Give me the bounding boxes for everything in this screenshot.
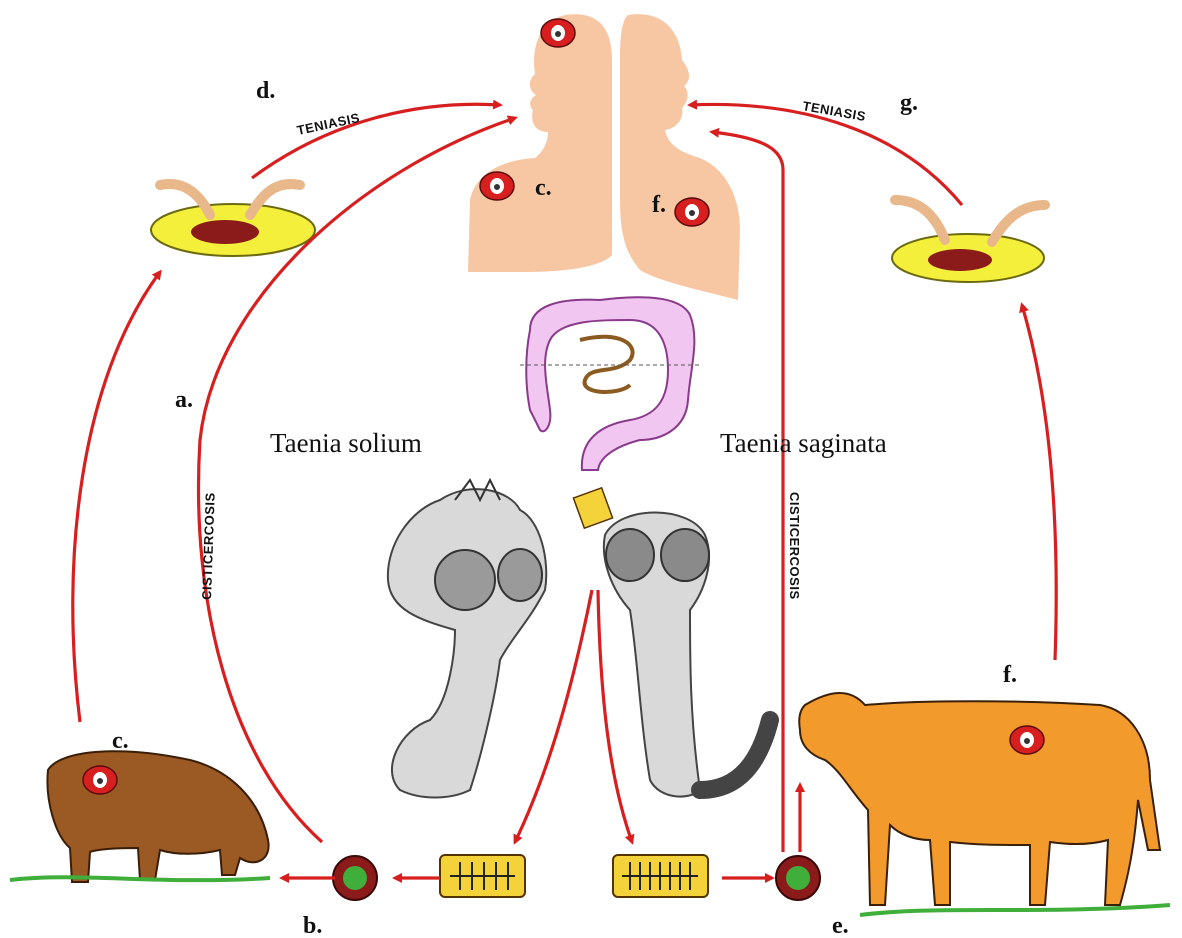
grass-left — [10, 877, 270, 880]
arrow-pig-to-plate — [73, 272, 160, 722]
arrow-teniasis-left — [252, 104, 500, 178]
cyst-icon-head — [541, 19, 575, 47]
route-label-cisticercosis-right: CISTICERCOSIS — [787, 492, 802, 600]
species-label-solium: Taenia solium — [270, 428, 422, 458]
plate-icon-left — [151, 184, 315, 256]
tapeworm-scolex-saginata — [604, 513, 770, 797]
egg-icon-left — [333, 856, 377, 900]
label-c-human: c. — [535, 175, 552, 201]
human-silhouette-left — [468, 14, 612, 272]
route-label-cisticercosis-left: CISTICERCOSIS — [199, 492, 218, 600]
intestine-icon — [520, 297, 700, 470]
label-d: d. — [256, 78, 275, 104]
label-b: b. — [303, 913, 322, 938]
tapeworm-scolex-solium — [388, 480, 546, 798]
egg-icon-right — [776, 856, 820, 900]
cow-icon — [799, 693, 1160, 905]
arrow-cow-to-plate — [1022, 305, 1056, 660]
label-g: g. — [900, 90, 918, 116]
proglottid-icon-center — [573, 488, 612, 528]
human-silhouette-right — [620, 14, 740, 300]
grass-right — [860, 905, 1170, 915]
arrow-worm-to-proglottid-right — [598, 590, 632, 842]
arrow-worm-to-proglottid-left — [515, 590, 592, 842]
label-f-cow: f. — [1003, 662, 1017, 688]
label-f-human: f. — [652, 192, 666, 218]
pig-icon — [47, 751, 268, 882]
label-a: a. — [175, 387, 193, 413]
plate-icon-right — [892, 200, 1045, 282]
cyst-icon-shoulder-right — [675, 198, 709, 226]
label-e: e. — [832, 913, 849, 938]
label-c-pig: c. — [112, 728, 129, 754]
cyst-icon-shoulder-left — [480, 172, 514, 200]
species-label-saginata: Taenia saginata — [720, 428, 887, 458]
